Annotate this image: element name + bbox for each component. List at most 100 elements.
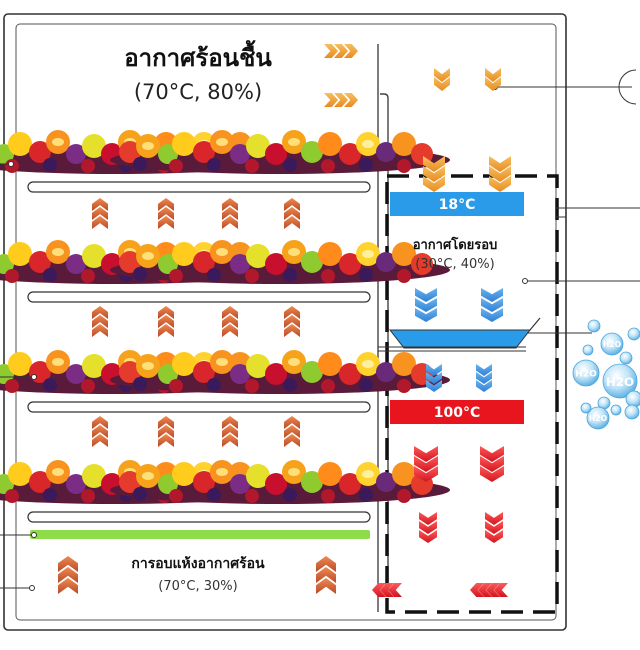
arrow-down-orange — [423, 176, 445, 192]
arrow-left-red — [372, 583, 386, 597]
arrow-up-brown — [92, 216, 108, 229]
arrow-up-brown — [92, 198, 108, 211]
arrow-down-blue — [481, 288, 503, 302]
water-droplet-label: H2O — [603, 340, 622, 349]
water-droplet — [602, 363, 638, 399]
arrow-down-red — [414, 466, 438, 482]
arrow-down-orange — [485, 77, 501, 91]
arrow-down-blue — [476, 364, 492, 376]
arrow-up-brown — [222, 198, 238, 211]
arrow-up-brown — [222, 416, 238, 429]
arrow-down-red — [485, 530, 503, 543]
water-droplet — [624, 404, 640, 420]
ambient-values: (30°C, 40%) — [415, 257, 494, 272]
arrow-down-blue — [476, 380, 492, 392]
arrow-up-brown — [158, 315, 174, 328]
arrow-down-orange — [434, 68, 450, 82]
right-callouts — [378, 69, 640, 352]
arrow-right-orange — [324, 44, 338, 58]
water-droplet — [619, 351, 633, 365]
water-droplet — [580, 402, 592, 414]
arrow-down-blue — [415, 298, 437, 312]
arrow-up-brown — [158, 434, 174, 447]
arrow-up-brown — [158, 198, 174, 211]
arrow-down-blue — [476, 372, 492, 384]
water-droplet — [627, 327, 640, 341]
arrow-down-blue — [426, 364, 442, 376]
arrow-down-orange — [489, 156, 511, 172]
arrow-down-blue — [426, 380, 442, 392]
drying-values: (70°C, 30%) — [158, 579, 237, 594]
arrow-up-brown — [92, 306, 108, 319]
airflow-arrows — [58, 44, 511, 597]
arrow-down-red — [485, 512, 503, 525]
arrow-up-brown — [284, 434, 300, 447]
arrow-up-brown — [58, 556, 78, 572]
arrow-down-red — [419, 530, 437, 543]
hot-coil-bar — [390, 400, 524, 424]
shelf-2 — [0, 240, 450, 303]
arrow-down-red — [414, 446, 438, 462]
arrow-up-brown — [92, 416, 108, 429]
arrow-left-red — [494, 583, 508, 597]
left-callouts — [0, 161, 37, 591]
arrow-up-brown — [92, 434, 108, 447]
arrow-up-brown — [284, 207, 300, 220]
arrow-up-brown — [92, 207, 108, 220]
cold-temp-label: 18°C — [439, 197, 476, 213]
cabinet-outer — [3, 13, 567, 631]
arrow-up-brown — [284, 425, 300, 438]
arrow-down-red — [480, 466, 504, 482]
arrow-up-brown — [158, 207, 174, 220]
shelf-4 — [0, 460, 450, 523]
arrow-up-brown — [222, 306, 238, 319]
arrow-right-orange — [324, 93, 338, 107]
arrow-up-brown — [222, 216, 238, 229]
arrow-down-blue — [426, 372, 442, 384]
dehumidifier-unit — [385, 174, 559, 614]
arrow-up-brown — [284, 324, 300, 337]
arrow-up-brown — [58, 578, 78, 594]
water-droplet-label: H2O — [606, 375, 634, 389]
arrow-up-brown — [92, 315, 108, 328]
shelf-1 — [0, 130, 450, 193]
arrow-down-red — [480, 446, 504, 462]
arrow-up-brown — [92, 425, 108, 438]
arrow-down-red — [485, 521, 503, 534]
arrow-up-brown — [284, 416, 300, 429]
arrow-up-brown — [284, 198, 300, 211]
arrow-down-blue — [415, 288, 437, 302]
arrow-up-brown — [222, 324, 238, 337]
hot-humid-values: (70°C, 80%) — [134, 80, 262, 104]
drip-tray — [388, 329, 532, 349]
arrow-up-brown — [222, 434, 238, 447]
arrow-down-orange — [489, 166, 511, 182]
arrow-right-orange — [334, 44, 348, 58]
arrow-up-brown — [316, 578, 336, 594]
arrow-down-orange — [485, 68, 501, 82]
arrow-left-red — [470, 583, 484, 597]
arrow-down-blue — [415, 308, 437, 322]
shelf-3 — [0, 350, 450, 413]
arrow-up-brown — [284, 315, 300, 328]
arrow-up-brown — [158, 425, 174, 438]
arrow-left-red — [478, 583, 492, 597]
arrow-up-brown — [158, 306, 174, 319]
heater-bar — [30, 530, 370, 539]
arrow-left-red — [388, 583, 402, 597]
ambient-title: อากาศโดยรอบ — [413, 236, 498, 253]
arrow-down-red — [419, 521, 437, 534]
arrow-down-orange — [434, 77, 450, 91]
hot-humid-title: อากาศร้อนชื้น — [124, 39, 272, 72]
arrow-up-brown — [222, 315, 238, 328]
arrow-down-blue — [481, 308, 503, 322]
arrow-up-brown — [284, 216, 300, 229]
arrow-up-brown — [222, 425, 238, 438]
arrow-right-orange — [344, 93, 358, 107]
arrow-left-red — [486, 583, 500, 597]
cold-coil-bar — [390, 192, 524, 216]
arrow-down-blue — [481, 298, 503, 312]
arrow-left-red — [380, 583, 394, 597]
